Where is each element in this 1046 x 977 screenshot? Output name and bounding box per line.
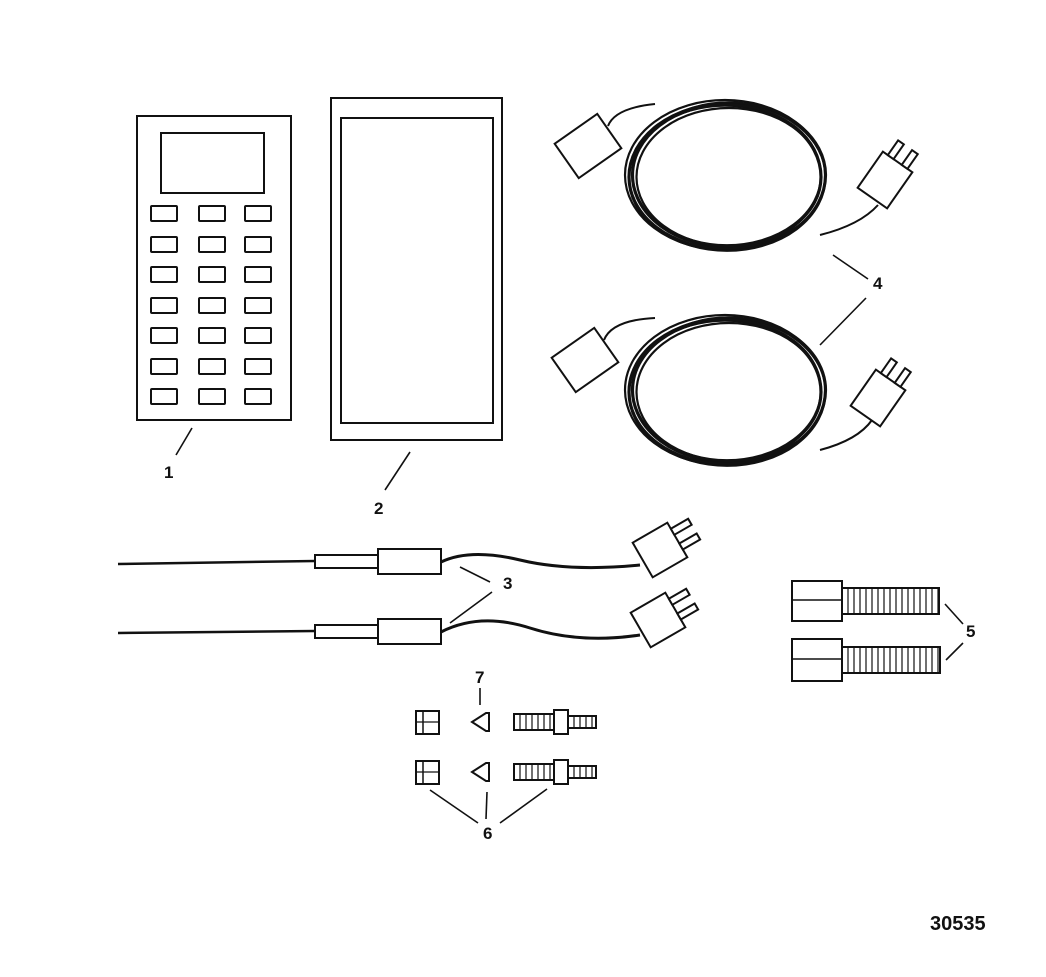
coiled-lead-bottom <box>550 313 913 467</box>
meter-keypad <box>150 205 272 405</box>
callout-2: 2 <box>374 499 383 518</box>
thread-body <box>567 765 597 779</box>
keypad-key <box>150 297 178 314</box>
keypad-key <box>244 266 272 283</box>
coil-bottom-plug <box>849 356 913 428</box>
coil-top-plug <box>856 138 920 210</box>
thread-body <box>841 646 941 674</box>
fitting-set-upper <box>415 709 597 735</box>
probe-lead-lower <box>117 587 700 649</box>
keypad-key <box>198 358 226 375</box>
keypad-key <box>244 236 272 253</box>
callout-5: 5 <box>966 622 975 641</box>
coil-bottom-probe-block <box>550 326 620 394</box>
keypad-key <box>150 236 178 253</box>
hex-nut-lower <box>415 760 440 785</box>
keypad-key <box>244 297 272 314</box>
figure-number: 30535 <box>930 913 986 935</box>
threaded-adapter-lower <box>791 638 941 682</box>
callout-labels: 1 2 3 4 5 6 7 <box>164 274 975 843</box>
handheld-meter <box>136 115 292 421</box>
keypad-key <box>150 266 178 283</box>
stud-fitting-lower <box>513 759 597 785</box>
threaded-adapter-upper <box>791 580 940 622</box>
coil-loop <box>635 321 823 463</box>
keypad-key <box>150 358 178 375</box>
meter-display <box>160 132 265 194</box>
keypad-key <box>198 205 226 222</box>
stud-fitting-upper <box>513 709 597 735</box>
keypad-key <box>244 358 272 375</box>
keypad-key <box>244 205 272 222</box>
callout-1: 1 <box>164 463 173 482</box>
callout-4: 4 <box>873 274 883 293</box>
keypad-key <box>198 266 226 283</box>
ferrule-lower <box>470 762 490 782</box>
keypad-key <box>244 327 272 344</box>
keypad-key <box>150 205 178 222</box>
hex-nut-upper <box>415 710 440 735</box>
leader-lines <box>175 254 964 824</box>
callout-6: 6 <box>483 824 492 843</box>
keypad-key <box>198 236 226 253</box>
keypad-key <box>244 388 272 405</box>
keypad-key <box>198 388 226 405</box>
coiled-lead-top <box>553 98 920 252</box>
thread-body <box>567 715 597 729</box>
keypad-key <box>198 327 226 344</box>
callout-3: 3 <box>503 574 512 593</box>
callout-7: 7 <box>475 668 484 687</box>
keypad-key <box>150 327 178 344</box>
keypad-key <box>150 388 178 405</box>
ferrule-upper <box>470 712 490 732</box>
coil-loop <box>635 106 823 248</box>
coil-top-probe-block <box>553 112 623 180</box>
display-panel <box>330 97 503 441</box>
fitting-set-lower <box>415 759 597 785</box>
keypad-key <box>198 297 226 314</box>
probe-lead-upper <box>117 517 702 579</box>
